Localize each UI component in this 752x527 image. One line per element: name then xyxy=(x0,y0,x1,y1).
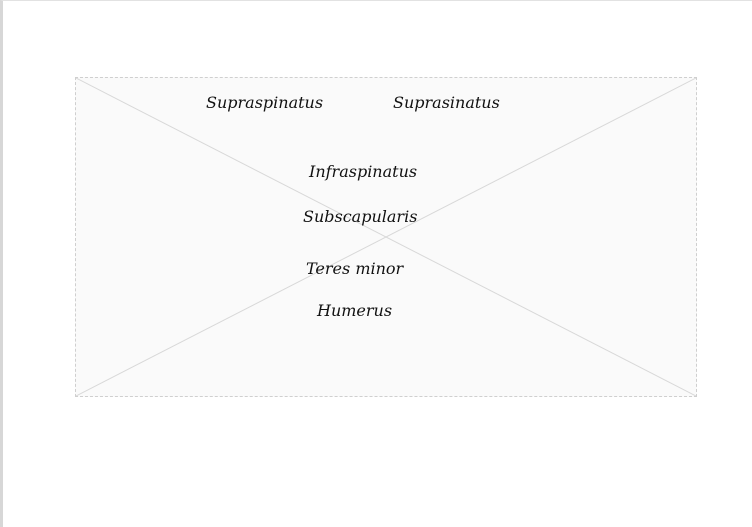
scapula-figures-slot xyxy=(75,77,697,397)
label-suprasinatus: Suprasinatus xyxy=(393,95,500,111)
figure-placeholder xyxy=(76,78,696,396)
label-teres-minor: Teres minor xyxy=(306,261,403,277)
label-infraspinatus: Infraspinatus xyxy=(309,164,417,180)
label-subscapularis: Subscapularis xyxy=(303,209,417,225)
label-humerus: Humerus xyxy=(317,303,392,319)
label-supraspinatus: Supraspinatus xyxy=(206,95,323,111)
